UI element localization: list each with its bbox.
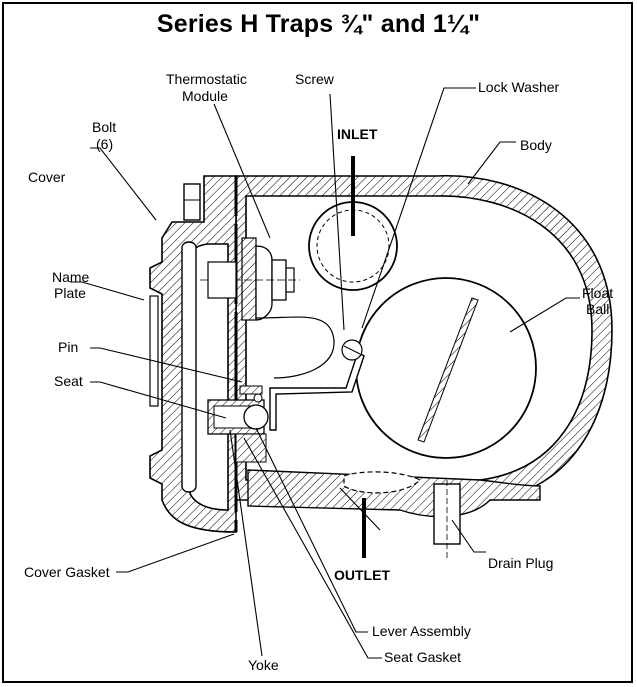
label-yoke: Yoke	[248, 657, 279, 673]
label-name-plate-line1: Name	[52, 269, 90, 285]
label-lever-assembly: Lever Assembly	[372, 623, 471, 639]
label-cover: Cover	[28, 169, 66, 185]
thermostatic-module	[200, 237, 300, 321]
lever-assembly	[269, 350, 365, 431]
body-shell	[235, 174, 613, 501]
label-bolt-line2: (6)	[96, 136, 113, 152]
label-drain-plug: Drain Plug	[488, 555, 553, 571]
cover-channel	[181, 241, 197, 493]
label-seat: Seat	[54, 373, 83, 389]
label-body: Body	[520, 137, 552, 153]
seat-assembly	[207, 385, 269, 463]
label-cover-gasket: Cover Gasket	[24, 564, 110, 580]
label-screw: Screw	[295, 71, 335, 87]
label-thermostatic-line2: Module	[182, 88, 228, 104]
label-inlet: INLET	[337, 126, 378, 142]
label-bolt-line1: Bolt	[92, 119, 116, 135]
label-float-line2: Ball	[586, 301, 609, 317]
label-pin: Pin	[58, 339, 78, 355]
label-lock-washer: Lock Washer	[478, 79, 560, 95]
outlet-floor	[247, 469, 541, 518]
bolt	[183, 183, 201, 221]
label-outlet: OUTLET	[334, 567, 390, 583]
name-plate	[149, 295, 159, 407]
diagram-title: Series H Traps ¾" and 1¼"	[156, 10, 481, 38]
label-name-plate-line2: Plate	[54, 285, 86, 301]
label-thermostatic-line1: Thermostatic	[166, 71, 247, 87]
label-seat-gasket: Seat Gasket	[384, 649, 461, 665]
label-float-line1: Float	[582, 285, 613, 301]
